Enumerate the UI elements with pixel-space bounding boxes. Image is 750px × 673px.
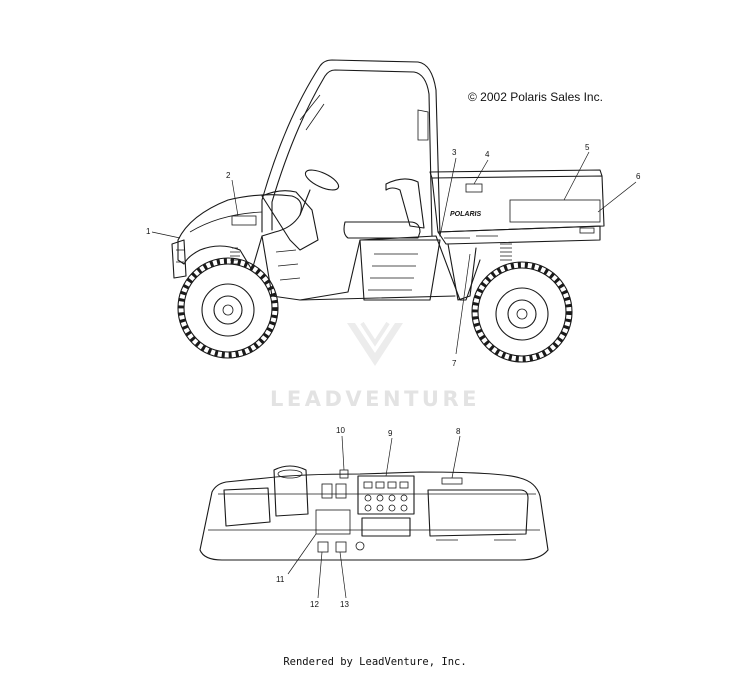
gauge-cluster-switches <box>363 481 409 512</box>
frame-rail <box>299 295 456 301</box>
roll-cage-brace <box>299 94 325 131</box>
rear-wheel <box>471 261 573 363</box>
decal-2 <box>231 215 257 226</box>
decal-8 <box>441 477 463 485</box>
bumper-detail <box>176 249 184 263</box>
front-hub <box>213 295 243 325</box>
copyright-notice: © 2002 Polaris Sales Inc. <box>468 90 603 104</box>
dashboard-front-view <box>199 465 549 561</box>
front-bumper <box>171 239 187 279</box>
callout-4: 4 <box>485 150 490 159</box>
rear-rim <box>495 287 549 341</box>
leader-4 <box>473 159 489 185</box>
leader-9 <box>385 437 393 477</box>
callout-7: 7 <box>452 359 457 368</box>
callout-12: 12 <box>310 600 319 609</box>
leader-6 <box>597 181 637 213</box>
watermark-logo-inner-icon <box>360 321 390 347</box>
rear-shock <box>500 243 512 261</box>
seat-back <box>385 178 425 229</box>
leader-7 <box>455 253 471 355</box>
side-panel-vents <box>368 253 418 291</box>
decal-6 <box>579 227 595 234</box>
callout-11: 11 <box>276 575 285 584</box>
roll-cage-outer <box>261 59 441 237</box>
front-fender <box>177 194 302 271</box>
right-glovebox <box>427 489 529 537</box>
front-tire-inner <box>183 263 273 353</box>
callout-1: 1 <box>146 227 151 236</box>
bed-polaris-logo: POLARIS <box>450 211 481 218</box>
callout-10: 10 <box>336 426 345 435</box>
cup-holder <box>273 465 309 517</box>
callout-6: 6 <box>636 172 641 181</box>
footer-credit: Rendered by LeadVenture, Inc. <box>283 656 467 668</box>
cargo-box-rim <box>429 169 603 179</box>
roll-cage-bracket <box>417 109 429 141</box>
callout-3: 3 <box>452 148 457 157</box>
left-compartment <box>223 487 271 527</box>
rear-tire-inner <box>477 267 567 357</box>
leader-10 <box>341 435 345 471</box>
front-wheel <box>177 257 279 359</box>
cup-holder-rim <box>277 469 303 479</box>
center-storage <box>361 517 411 537</box>
watermark-text: LEADVENTURE <box>270 387 480 411</box>
seat-base <box>343 221 421 239</box>
callout-9: 9 <box>388 429 393 438</box>
cargo-box <box>431 175 605 233</box>
dash-knob <box>355 541 365 551</box>
roll-cage-inner <box>271 69 433 237</box>
steering-wheel <box>304 169 340 191</box>
callouts: 1 2 3 4 5 6 7 8 9 10 11 12 13 <box>146 143 641 609</box>
fender-vents <box>275 249 301 281</box>
callout-5: 5 <box>585 143 590 152</box>
leader-8 <box>451 435 461 479</box>
rear-tread <box>472 262 572 362</box>
watermark-logo-icon <box>347 323 403 366</box>
front-rim <box>201 283 255 337</box>
side-panel <box>359 239 441 301</box>
switch-left <box>321 483 333 499</box>
cargo-detail <box>444 235 498 239</box>
leader-2 <box>231 179 239 217</box>
leader-11 <box>287 533 317 575</box>
decal-5 <box>509 199 601 223</box>
front-tread <box>178 258 278 358</box>
hood-line <box>189 211 263 233</box>
rear-axle-cap <box>516 308 528 320</box>
watermark: LEADVENTURE <box>270 321 480 411</box>
leader-1 <box>151 231 181 239</box>
callout-2: 2 <box>226 171 231 180</box>
switch-mid <box>335 483 347 499</box>
front-axle-cap <box>222 304 234 316</box>
vehicle-side-view: POLARIS <box>171 59 605 363</box>
decal-11 <box>315 509 351 535</box>
rear-hub <box>507 299 537 329</box>
callout-13: 13 <box>340 600 349 609</box>
leader-13 <box>339 551 347 599</box>
rear-frame <box>447 243 477 301</box>
dashboard-side <box>261 190 319 251</box>
cargo-box-lower <box>437 225 601 245</box>
decal-4 <box>465 183 483 193</box>
leader-5 <box>563 151 590 201</box>
callout-8: 8 <box>456 427 461 436</box>
dash-outline <box>199 471 549 561</box>
front-shock <box>230 247 240 265</box>
leader-3 <box>439 157 457 237</box>
decal-12 <box>317 541 329 553</box>
decal-13 <box>335 541 347 553</box>
leader-12 <box>317 551 323 599</box>
